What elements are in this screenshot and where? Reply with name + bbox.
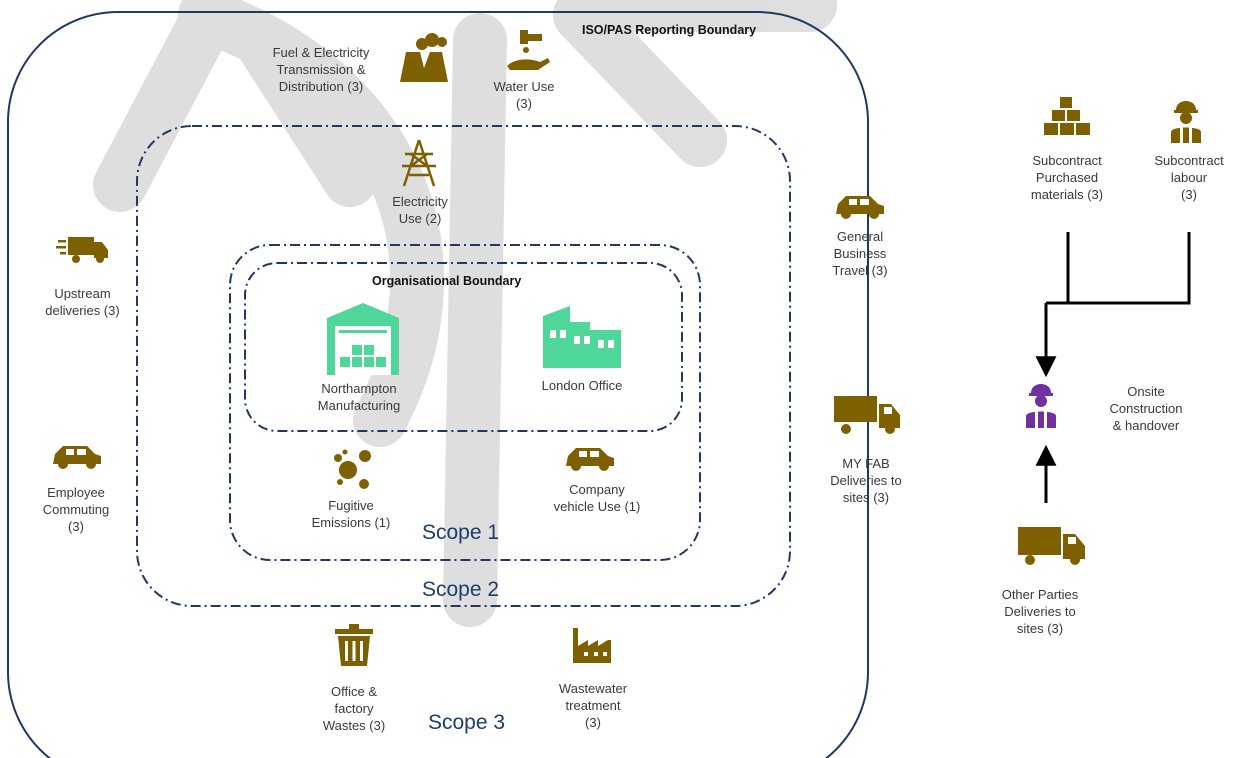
fugitive-emissions-label: Fugitive Emissions (1) xyxy=(311,498,391,530)
trash-bin-icon xyxy=(335,624,373,666)
scope2-boundary xyxy=(136,125,791,607)
scope3-label: Scope 3 xyxy=(428,711,506,734)
pylon-icon xyxy=(402,139,436,187)
scope1-boundary xyxy=(229,244,701,561)
other-parties-label: Other Parties Deliveries to sites (3) xyxy=(1001,587,1079,636)
office-wastes-label: Office & factory Wastes (3) xyxy=(322,684,386,733)
london-office-label: London Office xyxy=(541,378,623,393)
fast-truck-icon xyxy=(56,237,108,263)
myfab-deliveries-label: MY FAB Deliveries to sites (3) xyxy=(830,456,902,505)
electricity-use-label: Electricity Use (2) xyxy=(392,194,448,226)
iso-pas-boundary-title: ISO/PAS Reporting Boundary xyxy=(582,23,757,37)
car-icon-employee-commuting xyxy=(53,446,101,469)
fuel-electricity-label: Fuel & Electricity Transmission & Distri… xyxy=(272,45,370,94)
organisational-boundary-title: Organisational Boundary xyxy=(372,274,522,288)
worker-icon-onsite xyxy=(1026,384,1056,428)
upstream-deliveries-label: Upstream deliveries (3) xyxy=(45,286,120,318)
water-tap-icon xyxy=(507,30,550,70)
employee-commuting-label: Employee Commuting (3) xyxy=(42,485,110,534)
onsite-construction-label: Onsite Construction & handover xyxy=(1109,384,1183,433)
water-use-label: Water Use (3) xyxy=(493,79,555,111)
subcontract-materials-label: Subcontract Purchased materials (3) xyxy=(1030,153,1104,202)
wastewater-label: Wastewater treatment (3) xyxy=(558,681,628,730)
northampton-label: Northampton Manufacturing xyxy=(317,381,401,413)
office-building-icon xyxy=(543,306,621,368)
warehouse-icon xyxy=(327,303,399,375)
bubbles-icon xyxy=(334,449,371,489)
general-business-travel-label: General Business Travel (3) xyxy=(832,229,888,278)
subcontract-connector xyxy=(1046,232,1191,305)
factory-icon xyxy=(573,628,611,663)
boxes-icon xyxy=(1044,97,1090,135)
organisational-boundary xyxy=(244,262,683,432)
worker-icon-subcontract xyxy=(1171,101,1201,143)
scope1-label: Scope 1 xyxy=(422,521,500,544)
truck-icon-myfab xyxy=(834,396,900,434)
power-plant-icon xyxy=(400,33,448,82)
car-icon-company-vehicle xyxy=(566,448,614,471)
scope2-label: Scope 2 xyxy=(422,578,500,601)
draft-watermark xyxy=(93,0,837,627)
subcontract-labour-label: Subcontract labour (3) xyxy=(1154,153,1224,202)
company-vehicle-label: Company vehicle Use (1) xyxy=(553,482,641,514)
car-icon-business-travel xyxy=(836,196,884,219)
truck-icon-other-parties xyxy=(1018,527,1085,565)
